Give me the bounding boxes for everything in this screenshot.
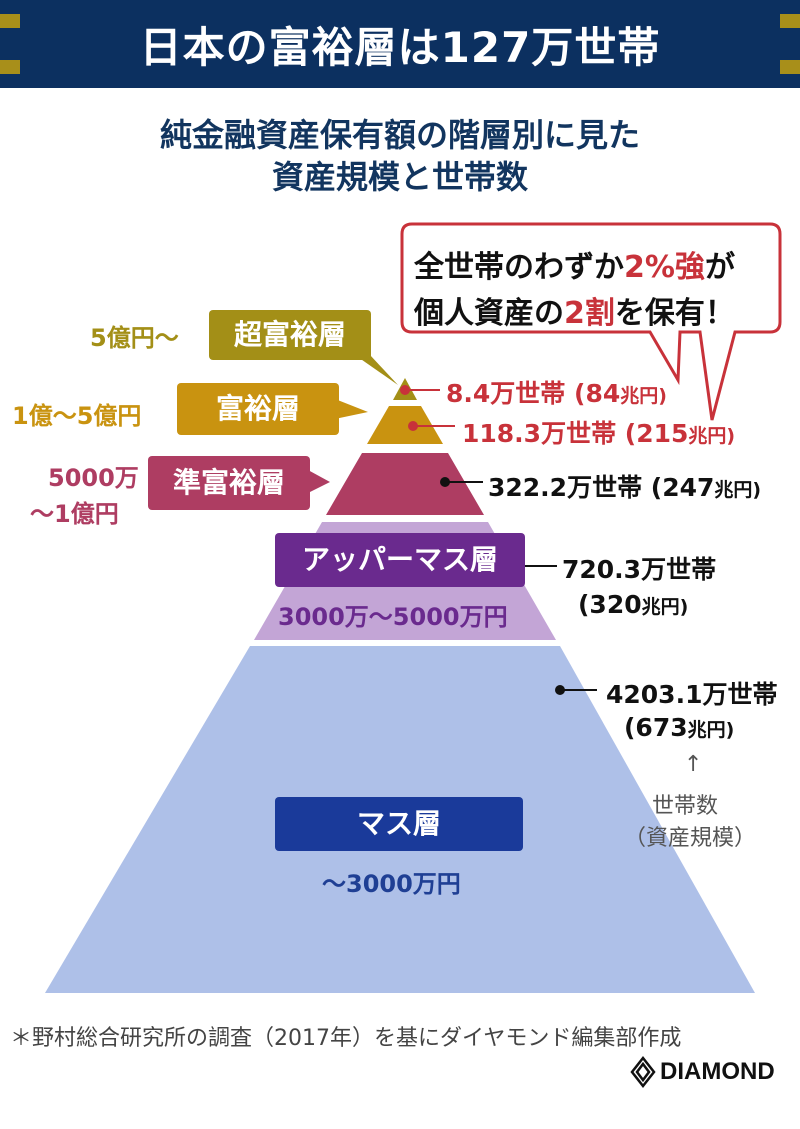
tier-mass-tag: マス層 bbox=[275, 797, 523, 851]
tier-mass-range: 〜3000万円 bbox=[322, 870, 461, 898]
corner-ornament bbox=[780, 60, 800, 74]
corner-ornament bbox=[780, 14, 800, 28]
tier-upper-mass-tag: アッパーマス層 bbox=[275, 533, 525, 587]
tier-upper-mass-range: 3000万〜5000万円 bbox=[278, 603, 508, 631]
header-banner: 日本の富裕層は127万世帯 bbox=[0, 0, 800, 88]
pointer bbox=[355, 355, 398, 385]
tier-wealthy-shape bbox=[367, 406, 443, 444]
tier-upper-mass-households: 720.3万世帯 bbox=[562, 555, 717, 584]
pointer bbox=[308, 470, 330, 493]
legend-arrow-icon: ↑ bbox=[684, 752, 703, 777]
tier-mass-assets: (673兆円) bbox=[624, 713, 735, 742]
tier-wealthy-range: 1億〜5億円 bbox=[12, 402, 142, 430]
tier-ultra-households: 8.4万世帯 (84兆円) bbox=[446, 379, 667, 408]
callout-line1: 全世帯のわずか2%強が bbox=[414, 250, 735, 285]
callout-bubble bbox=[400, 222, 782, 421]
tier-semi-tag: 準富裕層 bbox=[148, 456, 310, 510]
tier-ultra-tag: 超富裕層 bbox=[209, 310, 371, 360]
tier-semi-range-line1: 5000万 bbox=[48, 464, 139, 492]
subtitle-line1: 純金融資産保有額の階層別に見た bbox=[159, 116, 640, 154]
tier-wealthy-households: 118.3万世帯 (215兆円) bbox=[462, 419, 736, 448]
legend-line2: （資産規模） bbox=[624, 826, 757, 851]
corner-ornament bbox=[0, 14, 20, 28]
subtitle-line2: 資産規模と世帯数 bbox=[271, 158, 528, 196]
tier-upper-mass-assets: (320兆円) bbox=[578, 590, 689, 619]
source-note: ＊野村総合研究所の調査（2017年）を基にダイヤモンド編集部作成 bbox=[10, 1026, 682, 1051]
tier-mass-households: 4203.1万世帯 bbox=[606, 680, 778, 709]
pointer bbox=[330, 397, 368, 420]
tier-semi-range-line2: 〜1億円 bbox=[30, 500, 119, 528]
brand-logo: DIAMOND bbox=[660, 1058, 775, 1085]
callout-line2: 個人資産の2割を保有！ bbox=[414, 296, 735, 331]
tier-semi-shape bbox=[326, 453, 484, 515]
corner-ornament bbox=[0, 60, 20, 74]
tier-semi-households: 322.2万世帯 (247兆円) bbox=[488, 473, 762, 502]
page-title: 日本の富裕層は127万世帯 bbox=[139, 23, 661, 72]
diamond-logo-icon bbox=[630, 1055, 656, 1089]
tier-ultra-range: 5億円〜 bbox=[90, 324, 179, 352]
tier-wealthy-tag: 富裕層 bbox=[177, 383, 339, 435]
legend-line1: 世帯数 bbox=[652, 794, 719, 819]
